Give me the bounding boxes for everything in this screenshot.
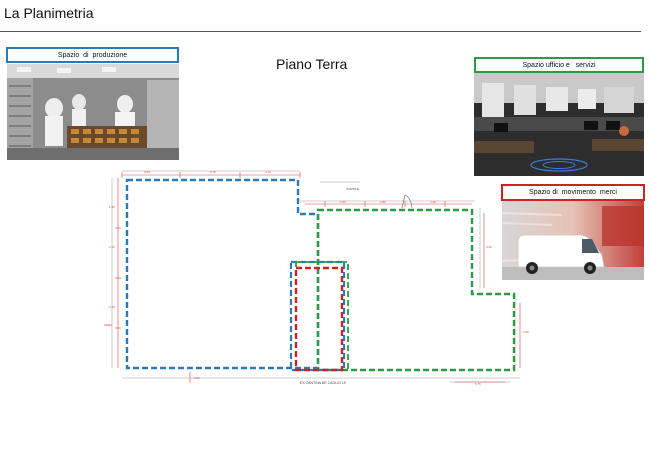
svg-text:2.40: 2.40	[430, 200, 436, 204]
svg-text:2.55: 2.55	[340, 200, 346, 204]
svg-text:3.75: 3.75	[210, 170, 216, 174]
plan-caption: EX CANTINA DE CAGLIO 19	[300, 381, 346, 385]
svg-text:2.10: 2.10	[109, 245, 115, 249]
svg-text:3.20: 3.20	[523, 330, 529, 334]
svg-text:1.30: 1.30	[109, 205, 115, 209]
floor-heading: Piano Terra	[276, 56, 348, 72]
svg-text:5.75: 5.75	[475, 382, 481, 386]
office-zone-label: Spazio ufficio e servizi	[474, 57, 644, 73]
goods-photo	[502, 201, 644, 280]
office-photo	[474, 73, 644, 176]
page-title: La Planimetria	[4, 5, 94, 21]
floor-plan: 3.60 3.75 3.70 1.30 2.10 3.40 2.55 2.80 2.40 4…	[104, 170, 529, 386]
title-divider	[0, 31, 641, 32]
production-zone-label: Spazio di produzione	[6, 47, 179, 63]
svg-text:4.20: 4.20	[486, 245, 492, 249]
svg-text:3.70: 3.70	[265, 170, 271, 174]
svg-text:3.60: 3.60	[144, 170, 150, 174]
production-photo	[7, 64, 179, 160]
svg-text:CORTILE: CORTILE	[346, 187, 359, 191]
svg-text:3.50: 3.50	[194, 376, 200, 380]
svg-text:2.80: 2.80	[380, 200, 386, 204]
goods-zone-label: Spazio di movimento merci	[501, 184, 645, 201]
svg-text:3.40: 3.40	[109, 305, 115, 309]
svg-text:AREA: AREA	[104, 323, 112, 327]
